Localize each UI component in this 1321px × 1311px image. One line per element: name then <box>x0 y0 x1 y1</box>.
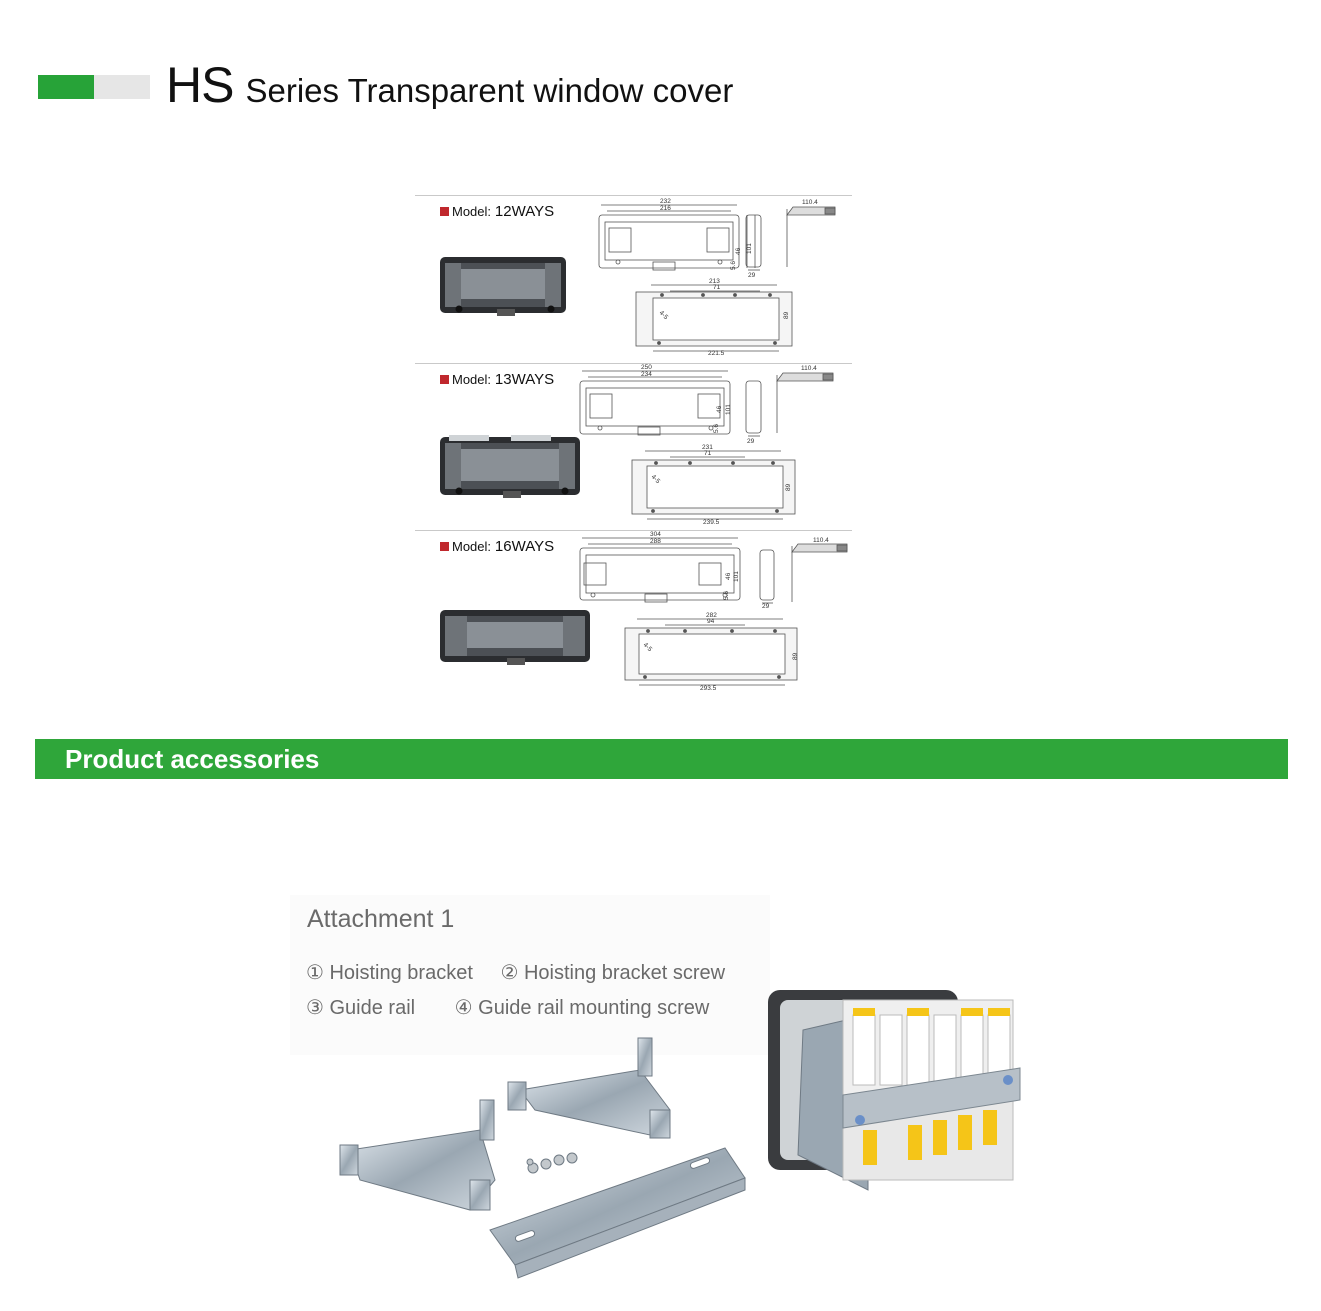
dim-cutout-total: 221.5 <box>708 350 725 357</box>
legend-hoisting-bracket-screw: ② Hoisting bracket screw <box>500 962 726 984</box>
hinge-detail <box>791 543 848 602</box>
dim-pitch: 94 <box>707 618 715 625</box>
product-photo-16ways <box>440 610 590 665</box>
dim-overall-width: 250 <box>641 364 652 371</box>
dim-depth: 29 <box>762 603 770 610</box>
dim-side-a: 46 <box>716 405 723 413</box>
model-marker-icon <box>440 542 449 551</box>
header-accent-green <box>38 75 94 99</box>
model-prefix: Model: <box>452 372 492 387</box>
model-prefix: Model: <box>452 539 492 554</box>
dim-cutout-width: 213 <box>709 278 720 285</box>
product-photo-13ways <box>440 435 580 498</box>
technical-drawing-16ways: 304 288 46 101 5.6 29 110.4 <box>440 531 848 692</box>
separator-line <box>415 530 852 531</box>
front-view <box>598 204 756 271</box>
dim-cutout-height: 89 <box>783 311 790 319</box>
attachment-legend-row-2: ③ Guide rail ④ Guide rail mounting screw <box>306 995 709 1020</box>
technical-drawing-13ways: 250 234 46 101 5.6 29 110.4 <box>440 364 834 526</box>
attachment-legend-row-1: ① Hoisting bracket ② Hoisting bracket sc… <box>306 960 725 985</box>
model-prefix: Model: <box>452 204 492 219</box>
dim-hole: 4-5 <box>650 473 662 485</box>
model-label: Model: 12WAYS <box>440 203 554 220</box>
dim-side-a: 46 <box>735 247 742 255</box>
dim-side-b: 101 <box>746 243 753 254</box>
hinge-detail <box>776 372 834 433</box>
dim-inner-width: 234 <box>641 371 652 378</box>
front-view <box>579 537 741 603</box>
dim-pitch: 71 <box>713 284 721 291</box>
legend-guide-rail: ③ Guide rail <box>306 997 416 1019</box>
attachment-legend-panel <box>290 895 770 1055</box>
model-label: Model: 16WAYS <box>440 538 554 555</box>
dim-cutout-height: 89 <box>785 483 792 491</box>
dim-side-view: 110.4 <box>813 537 829 544</box>
dim-depth: 29 <box>747 438 755 445</box>
dim-cutout-width: 231 <box>702 444 713 451</box>
dim-cutout-height: 89 <box>792 652 799 660</box>
dim-cutout-width: 282 <box>706 612 717 619</box>
page-title: HS Series Transparent window cover <box>166 56 733 114</box>
side-view <box>745 214 762 271</box>
legend-hoisting-bracket: ① Hoisting bracket <box>306 962 473 984</box>
hoisting-bracket-right <box>507 1037 671 1139</box>
dim-hole: 4-5 <box>642 641 654 653</box>
model-name: 16WAYS <box>494 538 555 555</box>
dim-overall-width: 232 <box>660 198 671 205</box>
cutout-view <box>635 284 793 352</box>
dim-side-c: 5.6 <box>713 424 720 433</box>
dim-inner-width: 216 <box>660 205 671 212</box>
side-view <box>759 549 775 604</box>
model-drawing-sheet: Model: 12WAYS <box>415 195 852 700</box>
front-view <box>579 370 731 436</box>
cutout-view <box>624 618 798 686</box>
circuit-breakers <box>842 999 1021 1181</box>
separator-line <box>415 195 852 196</box>
dim-side-c: 5.6 <box>730 261 737 270</box>
hoisting-bracket-left <box>339 1099 496 1211</box>
series-title: Series Transparent window cover <box>245 72 734 109</box>
assembled-product-illustration <box>768 990 1021 1191</box>
attachment-title: Attachment 1 <box>307 905 455 933</box>
dim-side-view: 110.4 <box>802 199 818 206</box>
model-block-16ways: Model: 16WAYS 304 288 46 <box>415 530 852 697</box>
hinge-detail <box>786 206 836 267</box>
dim-side-a: 46 <box>725 572 732 580</box>
bracket-screws <box>526 1152 578 1174</box>
side-view <box>745 380 762 437</box>
product-photo-12ways <box>440 257 566 316</box>
dim-cutout-total: 293.5 <box>700 685 717 692</box>
dim-cutout-total: 239.5 <box>703 519 720 526</box>
dim-hole: 4-5 <box>658 309 670 321</box>
model-name: 12WAYS <box>494 203 555 220</box>
model-marker-icon <box>440 375 449 384</box>
dim-depth: 29 <box>748 272 756 279</box>
model-name: 13WAYS <box>494 371 555 388</box>
legend-guide-rail-mounting-screw: ④ Guide rail mounting screw <box>454 997 710 1019</box>
model-block-13ways: Model: 13WAYS 250 <box>415 363 852 530</box>
series-code: HS <box>166 57 234 113</box>
dim-pitch: 71 <box>704 450 712 457</box>
accessories-section-header: Product accessories <box>35 739 1288 779</box>
dim-side-view: 110.4 <box>801 365 817 372</box>
separator-line <box>415 363 852 364</box>
model-marker-icon <box>440 207 449 216</box>
model-block-12ways: Model: 12WAYS <box>415 195 852 362</box>
dim-side-c: 5.6 <box>723 591 730 600</box>
dim-inner-width: 288 <box>650 538 661 545</box>
dim-side-b: 101 <box>733 571 740 582</box>
dim-side-b: 101 <box>725 404 732 415</box>
header-accent-grey <box>94 75 150 99</box>
cutout-view <box>631 450 796 520</box>
model-label: Model: 13WAYS <box>440 371 554 388</box>
guide-rail <box>489 1147 746 1279</box>
dim-overall-width: 304 <box>650 531 661 538</box>
accessories-illustration <box>339 1037 746 1279</box>
accessories-heading: Product accessories <box>65 744 320 774</box>
technical-drawing-12ways: 232 216 46 101 5.6 29 110.4 <box>440 198 836 357</box>
